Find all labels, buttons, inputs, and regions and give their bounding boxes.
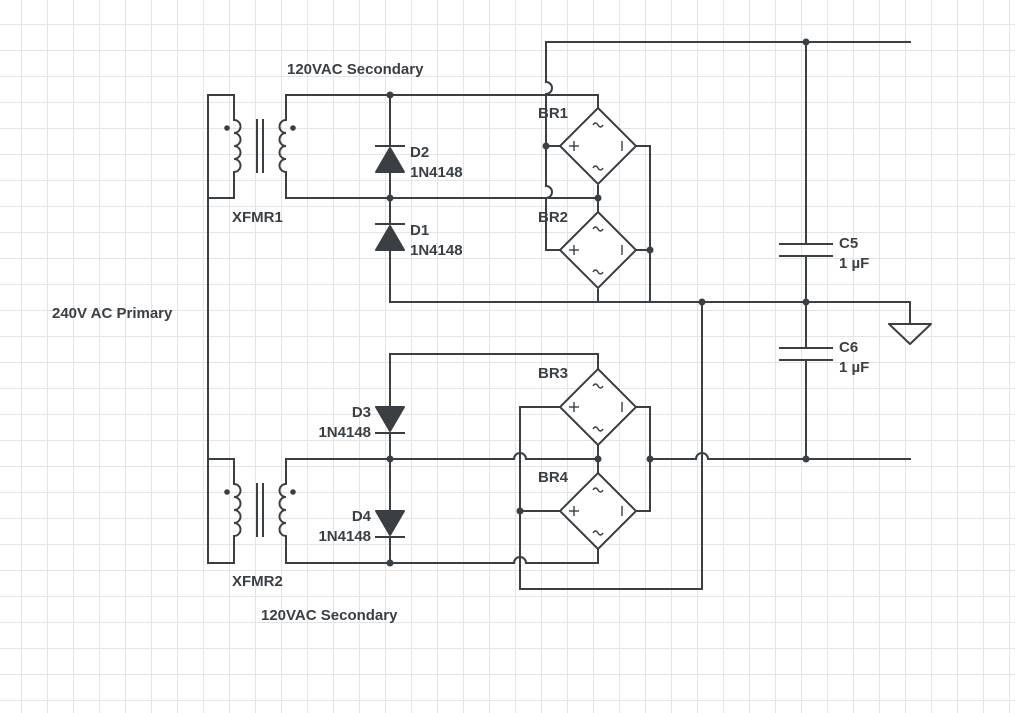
- transformer-xfmr1: [224, 94, 296, 199]
- label-xfmr2: XFMR2: [232, 573, 283, 590]
- label-secondary-top: 120VAC Secondary: [287, 61, 424, 78]
- top-secondary-wiring: [285, 41, 911, 323]
- bridge-rectifier-br1: [558, 106, 638, 186]
- label-d2-part: 1N4148: [410, 164, 463, 181]
- label-br4: BR4: [538, 469, 569, 486]
- label-secondary-bottom: 120VAC Secondary: [261, 607, 398, 624]
- label-br2: BR2: [538, 209, 569, 226]
- diode-d3: [375, 406, 405, 434]
- label-br1: BR1: [538, 105, 569, 122]
- label-br3: BR3: [538, 365, 569, 382]
- label-c5-value: 1 µF: [839, 255, 870, 272]
- diode-d1: [375, 223, 405, 251]
- label-d3-ref: D3: [351, 404, 371, 421]
- label-c6-ref: C6: [839, 339, 859, 356]
- label-d1-ref: D1: [410, 222, 430, 239]
- label-d2-ref: D2: [410, 144, 430, 161]
- diode-d4: [375, 510, 405, 538]
- label-primary: 240V AC Primary: [52, 305, 173, 322]
- bridge-rectifier-br2: [558, 210, 638, 290]
- bottom-secondary-wiring: [285, 41, 911, 590]
- label-d1-part: 1N4148: [410, 242, 463, 259]
- diode-d2: [375, 145, 405, 173]
- transformer-xfmr2: [224, 458, 296, 564]
- junction-dots: [386, 38, 810, 567]
- label-d3-part: 1N4148: [318, 424, 371, 441]
- capacitor-c6: [779, 347, 833, 361]
- capacitor-c5: [779, 243, 833, 257]
- ground-symbol: [888, 323, 932, 345]
- label-c6-value: 1 µF: [839, 359, 870, 376]
- label-d4-ref: D4: [351, 508, 371, 525]
- primary-wiring: [207, 94, 235, 564]
- label-xfmr1: XFMR1: [232, 209, 283, 226]
- label-d4-part: 1N4148: [318, 528, 371, 545]
- bridge-rectifier-br3: [558, 367, 638, 447]
- bridge-rectifier-br4: [558, 471, 638, 551]
- label-c5-ref: C5: [839, 235, 859, 252]
